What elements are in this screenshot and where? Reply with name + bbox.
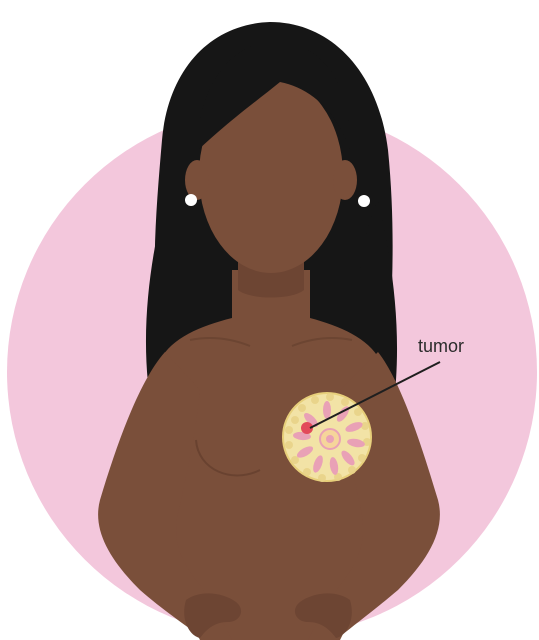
- right-earring: [358, 195, 370, 207]
- left-earring: [185, 194, 197, 206]
- breast-cross-section: [283, 393, 371, 482]
- left-ear: [185, 160, 209, 200]
- right-ear: [333, 160, 357, 200]
- tumor-label: tumor: [418, 336, 464, 356]
